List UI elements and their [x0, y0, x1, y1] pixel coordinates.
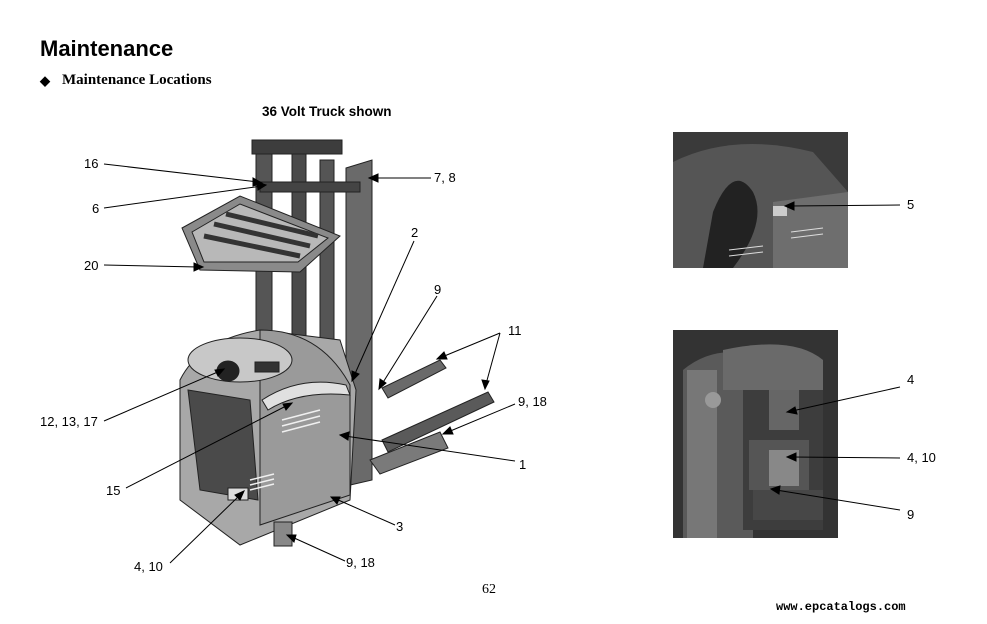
callout-20: 20 [84, 258, 99, 273]
detail-photo-bottom-drawing [673, 330, 838, 538]
truck-drawing [179, 139, 495, 547]
callout-4-10-left: 4, 10 [134, 559, 163, 574]
leader-lines [103, 163, 516, 564]
callout-9-18-bottom: 9, 18 [346, 555, 375, 570]
diamond-bullet-icon: ◆ [40, 72, 50, 88]
callout-9-top: 9 [434, 282, 442, 297]
page-title: Maintenance [40, 36, 174, 61]
figure-caption: 36 Volt Truck shown [262, 104, 392, 119]
website-watermark: www.epcatalogs.com [776, 600, 906, 614]
callout-5: 5 [907, 197, 915, 212]
callout-11: 11 [508, 323, 522, 338]
callout-12-13-17: 12, 13, 17 [40, 414, 98, 429]
detail-photo-bottom [673, 330, 838, 538]
callout-7-8: 7, 8 [434, 170, 456, 185]
detail-photo-top-drawing [673, 132, 848, 268]
callout-15: 15 [106, 483, 121, 498]
callout-9-18-right: 9, 18 [518, 394, 547, 409]
callout-4: 4 [907, 372, 915, 387]
callout-3: 3 [396, 519, 404, 534]
section-heading: ◆ Maintenance Locations [40, 72, 212, 89]
callout-2: 2 [411, 225, 419, 240]
detail-photo-top [673, 132, 848, 268]
callout-6: 6 [92, 201, 100, 216]
page-number: 62 [482, 582, 496, 597]
callout-16: 16 [84, 156, 99, 171]
callout-1: 1 [519, 457, 527, 472]
section-heading-text: Maintenance Locations [62, 72, 212, 88]
callout-9-photo: 9 [907, 507, 915, 522]
callout-4-10-right: 4, 10 [907, 450, 936, 465]
